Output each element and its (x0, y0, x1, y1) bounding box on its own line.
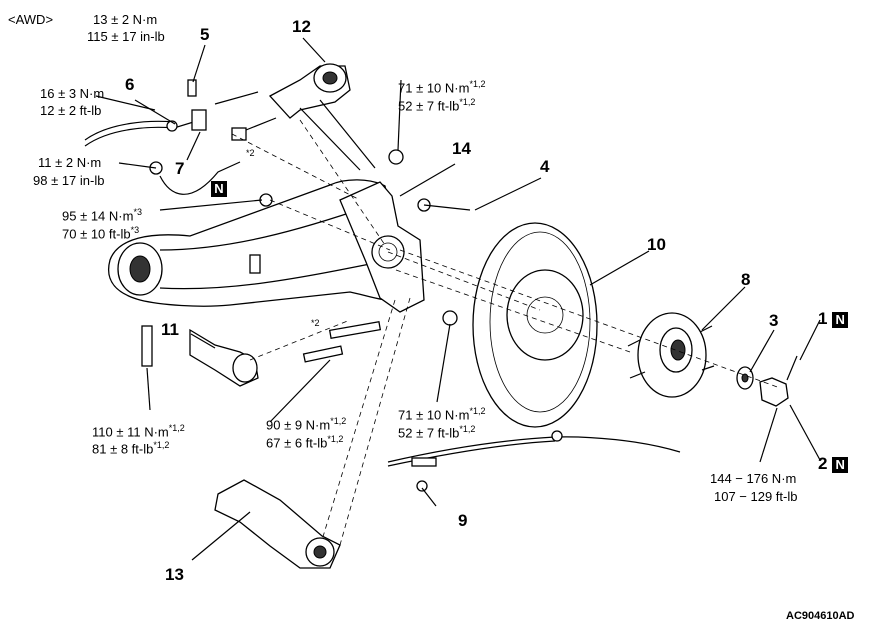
callout-7: 7 (175, 159, 185, 178)
torque-label: 52 ± 7 ft-lb*1,2 (398, 97, 476, 114)
torque-label: 70 ± 10 ft-lb*3 (62, 225, 140, 242)
torque-label: 67 ± 6 ft-lb*1,2 (266, 434, 344, 451)
cotter-pin (786, 355, 798, 381)
torque-label: 81 ± 8 ft-lb*1,2 (92, 440, 170, 457)
torque-label: 95 ± 14 N·m*3 (62, 207, 142, 224)
torque-label: 115 ± 17 in-lb (87, 29, 165, 44)
n-symbol: N (211, 180, 227, 197)
callout-6: 6 (125, 75, 135, 94)
torque-label: 52 ± 7 ft-lb*1,2 (398, 424, 476, 441)
callout-3: 3 (769, 311, 779, 330)
torque-label: 16 ± 3 N·m (40, 86, 105, 101)
figure-code: AC904610AD (786, 610, 855, 622)
callout-4: 4 (540, 157, 550, 176)
callout-10: 10 (647, 235, 666, 254)
axle-nut (759, 377, 789, 407)
n-symbol: N (832, 311, 849, 328)
torque-label: 13 ± 2 N·m (93, 12, 158, 27)
callout-12: 12 (292, 17, 311, 36)
torque-label: 110 ± 11 N·m*1,2 (92, 423, 185, 440)
callout-1: 1 N (818, 310, 849, 328)
callout-13: 13 (165, 565, 184, 584)
variant-label: <AWD> (8, 12, 54, 27)
callout-9: 9 (458, 511, 468, 530)
note-mark: *2 (311, 318, 320, 328)
torque-label: 71 ± 10 N·m*1,2 (398, 79, 486, 96)
torque-label: 71 ± 10 N·m*1,2 (398, 406, 486, 423)
callout-8: 8 (741, 270, 751, 289)
callout-14: 14 (452, 139, 471, 158)
n-symbol: N (832, 456, 849, 473)
torque-label: 107 − 129 ft-lb (714, 489, 798, 504)
torque-label: 11 ± 2 N·m (38, 155, 102, 170)
callout-11: 11 (161, 320, 179, 339)
torque-label: 144 − 176 N·m (710, 471, 797, 486)
note-mark: *2 (246, 148, 255, 158)
callout-5: 5 (200, 25, 210, 44)
torque-label: 90 ± 9 N·m*1,2 (266, 416, 347, 433)
torque-label: 12 ± 2 ft-lb (40, 103, 102, 118)
torque-label: 98 ± 17 in-lb (33, 173, 105, 188)
callout-2: 2 N (818, 455, 849, 473)
abs-harness (84, 119, 201, 147)
